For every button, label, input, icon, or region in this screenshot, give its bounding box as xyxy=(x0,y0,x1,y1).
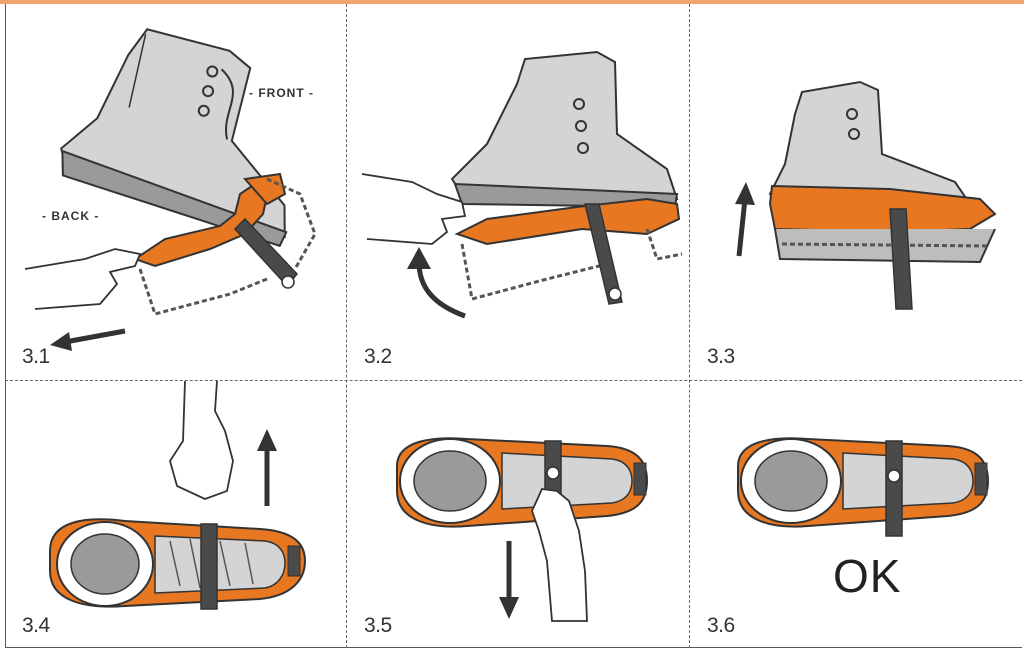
column-divider-2 xyxy=(689,4,690,648)
crampon xyxy=(132,172,317,316)
hand xyxy=(169,381,234,500)
step-label: 3.2 xyxy=(364,345,392,368)
crampon-top-view xyxy=(737,437,990,537)
hand xyxy=(361,173,467,245)
step-label: 3.3 xyxy=(707,345,735,368)
step-3-1-illustration xyxy=(24,28,317,351)
arrow-curved-icon xyxy=(407,247,466,319)
arrow-left-icon xyxy=(50,328,126,351)
crampon xyxy=(454,197,683,305)
crampon-top-view xyxy=(396,437,649,528)
boot xyxy=(450,50,679,209)
step-3-2-illustration xyxy=(361,50,683,319)
step-label: 3.5 xyxy=(364,614,392,637)
ok-result-text: OK xyxy=(833,550,902,602)
back-callout: - BACK - xyxy=(42,209,100,223)
hand xyxy=(531,488,588,622)
step-panel-3-5: 3.5 xyxy=(347,381,689,647)
step-panel-3-1: - FRONT - - BACK - 3.1 xyxy=(5,4,346,380)
hand xyxy=(24,248,142,310)
arrow-down-icon xyxy=(499,541,519,619)
step-3-3-illustration xyxy=(735,80,997,310)
arrow-up-icon xyxy=(735,182,755,257)
step-3-5-illustration xyxy=(396,437,649,622)
crampon xyxy=(768,184,997,310)
step-panel-3-6: OK 3.6 xyxy=(690,381,1022,647)
row-divider xyxy=(5,380,1022,381)
instruction-grid: - FRONT - - BACK - 3.1 xyxy=(5,4,1022,648)
crampon-top-view xyxy=(49,518,307,610)
step-label: 3.1 xyxy=(22,345,50,368)
column-divider-1 xyxy=(346,4,347,648)
top-accent-bar xyxy=(0,0,1024,4)
front-callout: - FRONT - xyxy=(249,86,314,100)
arrow-up-icon xyxy=(257,429,277,506)
boot xyxy=(768,80,972,211)
step-panel-3-4: 3.4 xyxy=(5,381,346,647)
step-label: 3.4 xyxy=(22,614,50,637)
step-3-6-illustration xyxy=(737,437,990,537)
grid-border-bottom xyxy=(5,647,1022,648)
step-panel-3-3: 3.3 xyxy=(690,4,1022,380)
step-3-4-illustration xyxy=(49,381,307,610)
step-panel-3-2: 3.2 xyxy=(347,4,689,380)
step-label: 3.6 xyxy=(707,614,735,637)
grid-border-left xyxy=(5,4,6,648)
